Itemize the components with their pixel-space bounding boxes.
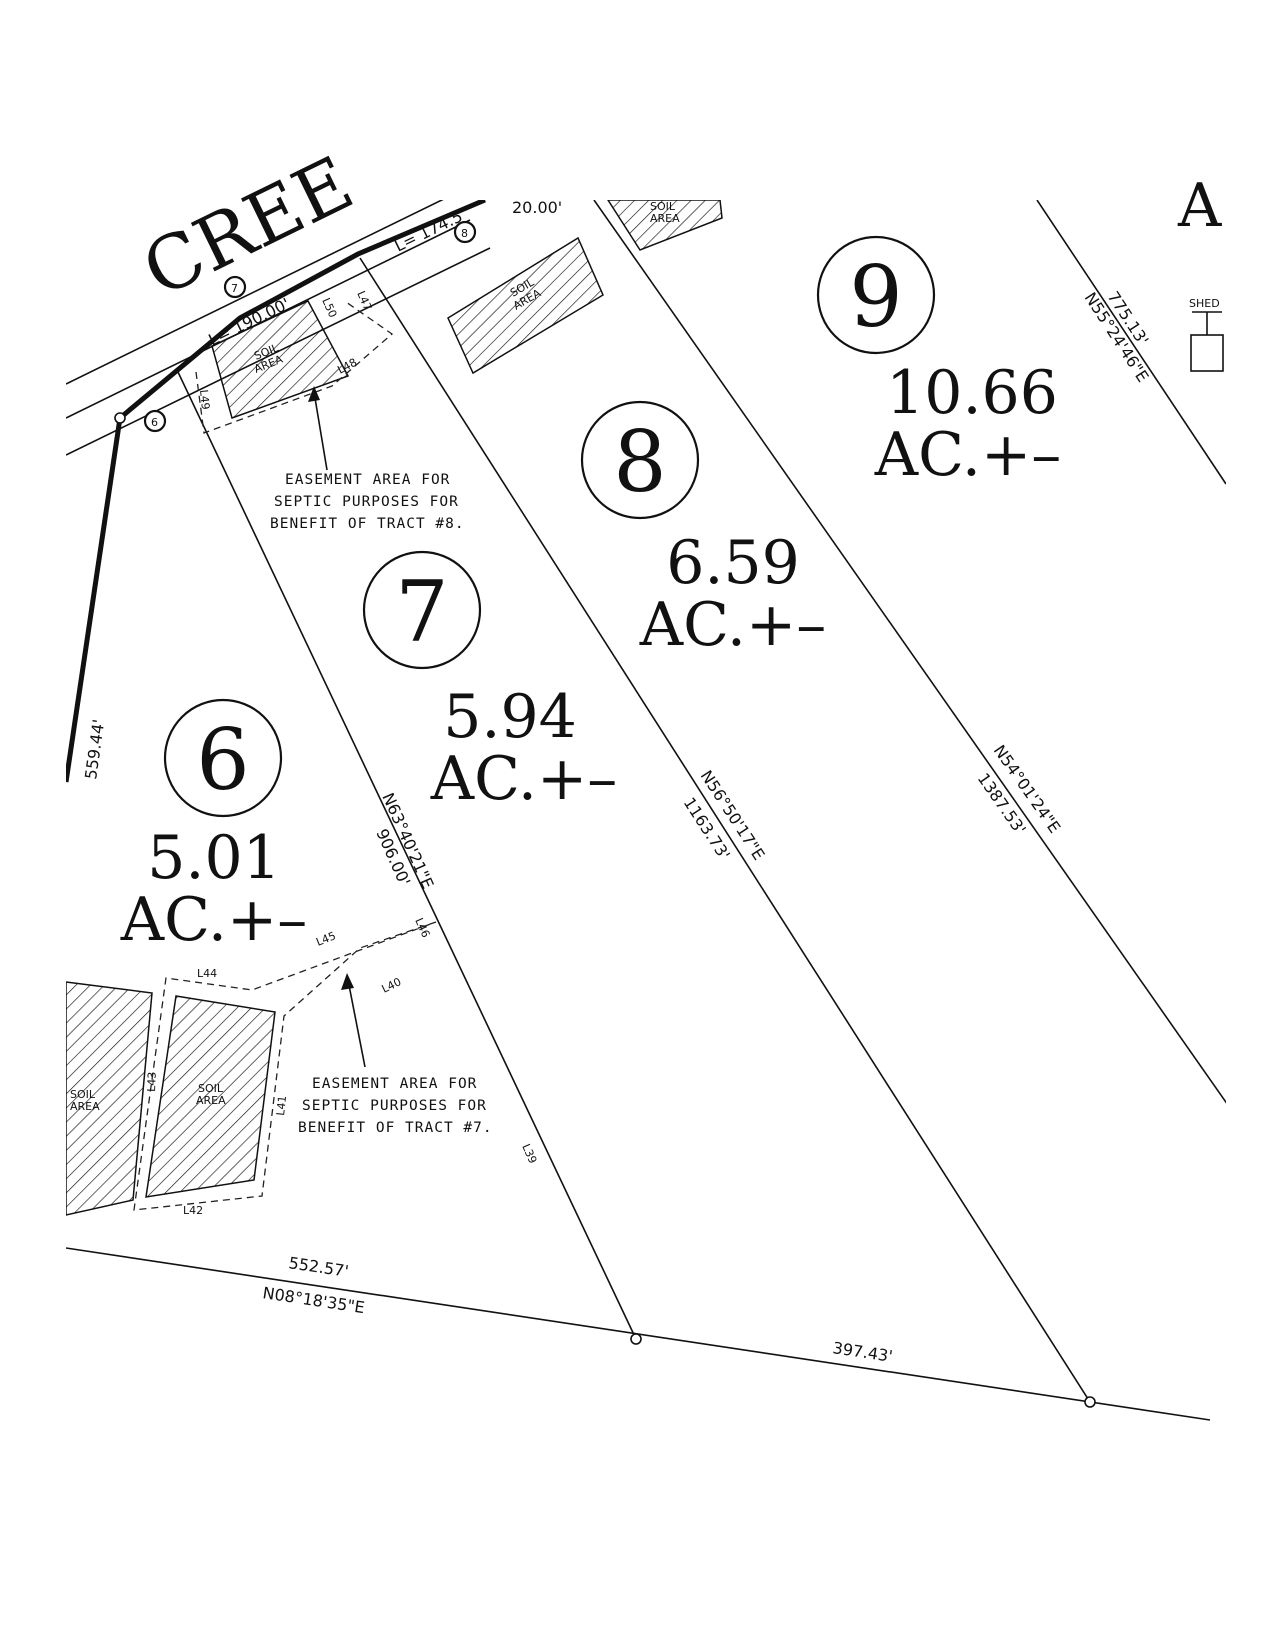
easement-arrow-tract-7 (347, 979, 366, 1068)
easement-note-tract-7-line1: EASEMENT AREA FOR (312, 1076, 477, 1092)
survey-point-south-7 (630, 1333, 642, 1345)
line-label-l45: L45 (314, 929, 338, 949)
line-label-l43: L43 (145, 1072, 159, 1093)
shed-symbol (1190, 334, 1224, 372)
tract-7-unit: AC.+– (430, 744, 617, 814)
soil-label-left-area: AREA (70, 1100, 100, 1113)
point-7-label: 7 (231, 282, 238, 295)
tract-8-unit: AC.+– (639, 590, 826, 660)
line-label-l44: L44 (197, 967, 217, 980)
line-tract-9-east (1036, 200, 1226, 485)
line-tract-8-9 (593, 200, 1226, 1104)
distance-south-left: 552.57' (287, 1253, 350, 1281)
point-6-circle (143, 409, 167, 433)
bold-road-frontage-boundary (118, 200, 486, 420)
tract-9-unit: AC.+– (874, 420, 1061, 490)
distance-south-right: 397.43' (831, 1338, 894, 1366)
easement-note-tract-7-line3: BENEFIT OF TRACT #7. (298, 1120, 493, 1136)
soil-label-top-area: AREA (650, 212, 680, 225)
soil-label-tract-6: SOIL (198, 1082, 224, 1095)
easement-note-tract-7-line2: SEPTIC PURPOSES FOR (302, 1098, 487, 1114)
road-edge-outer (66, 200, 444, 385)
tract-7-acreage: 5.94 (443, 682, 577, 752)
bold-west-boundary (66, 417, 123, 783)
survey-point-south-8 (1084, 1396, 1096, 1408)
easement-outline-tract-8 (195, 301, 394, 434)
soil-label-left: SOIL (70, 1088, 96, 1101)
shed-label: SHED (1189, 297, 1220, 310)
line-label-l46: L46 (412, 916, 432, 940)
bearing-south-left: N08°18'35"E (261, 1283, 366, 1317)
point-8-label: 8 (461, 227, 468, 240)
line-label-l42: L42 (183, 1204, 203, 1217)
survey-point-west (114, 412, 126, 424)
soil-area-tract-9-top (607, 200, 723, 251)
easement-arrowhead-tract-7 (341, 973, 354, 990)
tract-7-number: 7 (395, 563, 448, 661)
easement-note-tract-8-line1: EASEMENT AREA FOR (285, 472, 450, 488)
tract-9-number: 9 (849, 248, 902, 346)
tract-6-unit: AC.+– (120, 885, 307, 955)
tract-8-acreage: 6.59 (666, 528, 800, 598)
line-label-l39: L39 (519, 1142, 539, 1166)
point-8-circle (453, 220, 477, 244)
soil-area-tract-8 (447, 236, 604, 375)
soil-label-top: SOIL (650, 200, 676, 213)
tract-8-number: 8 (613, 413, 666, 511)
tract-6-acreage: 5.01 (147, 823, 281, 893)
easement-note-tract-8-line3: BENEFIT OF TRACT #8. (270, 516, 465, 532)
distance-west: 559.44' (81, 718, 108, 780)
line-tract-6-7 (177, 371, 637, 1340)
easement-arrow-tract-8 (313, 391, 328, 471)
soil-area-tract-6 (145, 995, 276, 1198)
line-label-l47: L47 (354, 289, 374, 313)
easement-outline-tract-7 (133, 921, 437, 1211)
soil-area-left-edge (66, 981, 153, 1216)
distance-20: 20.00' (512, 198, 562, 217)
tract-8-circle (580, 400, 700, 520)
soil-label-tract-6-area: AREA (196, 1094, 226, 1107)
tract-9-acreage: 10.66 (886, 358, 1058, 428)
line-tract-7-8 (359, 257, 1091, 1403)
tract-6-number: 6 (196, 711, 249, 809)
easement-arrowhead-tract-8 (308, 386, 320, 402)
line-label-l50: L50 (319, 296, 339, 320)
soil-area-tract-7 (211, 300, 350, 419)
tract-9-circle (816, 235, 936, 355)
tract-6-circle (163, 698, 283, 818)
easement-note-tract-8-line2: SEPTIC PURPOSES FOR (274, 494, 459, 510)
line-label-l41: L41 (274, 1095, 289, 1116)
line-label-l49: L49 (197, 389, 212, 410)
tract-7-circle (362, 550, 482, 670)
point-7-circle (223, 275, 247, 299)
line-label-l40: L40 (380, 975, 404, 996)
road-corner-fragment: A (1177, 171, 1222, 241)
point-6-label: 6 (151, 416, 158, 429)
